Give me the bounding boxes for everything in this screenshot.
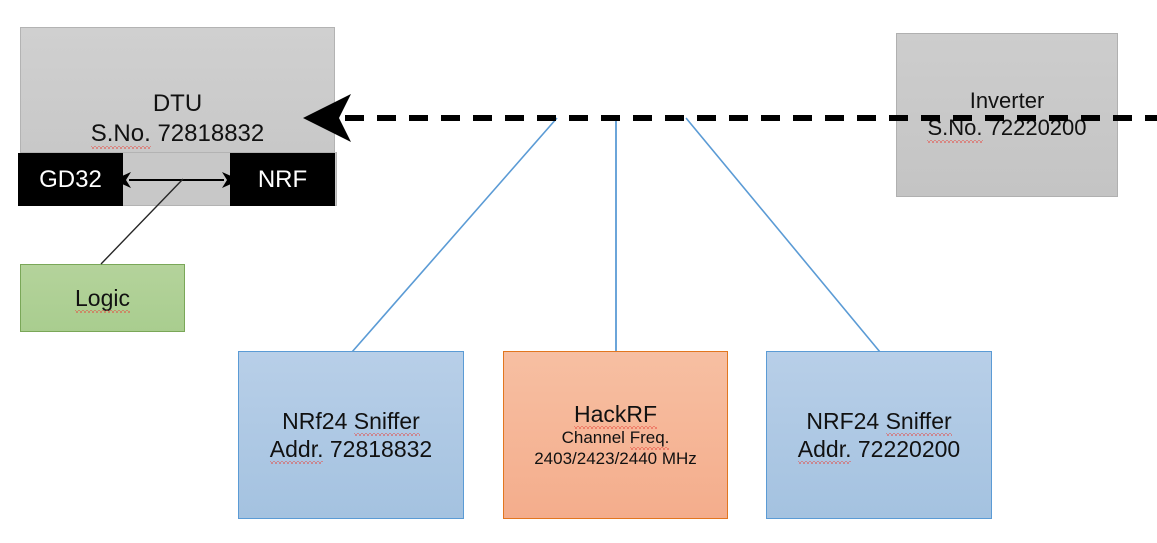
- hackrf-title: HackRF: [573, 400, 658, 430]
- logic-label-text: Logic: [75, 284, 130, 314]
- sniffer-left-addr-prefix: Addr.: [269, 436, 324, 465]
- sniffer-left-title: NRf24 Sniffer: [282, 407, 420, 437]
- sniffer-right-title: NRF24 Sniffer: [806, 407, 952, 437]
- dtu-serial-value: 72818832: [157, 119, 265, 147]
- sniffer-right-addr: Addr. 72220200: [797, 435, 961, 465]
- dtu-node[interactable]: DTU S.No. 72818832: [20, 27, 335, 153]
- logic-label: Logic: [75, 284, 130, 314]
- inverter-serial-value: 72220200: [988, 115, 1087, 140]
- inverter-serial-prefix: S.No.: [927, 115, 983, 143]
- dtu-title: DTU: [152, 90, 203, 118]
- nrf-chip[interactable]: NRF: [230, 153, 335, 206]
- sniffer-right-title-suffix: Sniffer: [885, 407, 952, 437]
- sniffer-left-title-prefix: NRf24: [282, 407, 348, 434]
- connector-sniffer-right: [685, 117, 881, 353]
- connector-sniffer-left: [351, 117, 558, 353]
- sniffer-right-title-prefix: NRF24: [806, 407, 880, 434]
- gd32-label: GD32: [39, 165, 102, 193]
- sniffer-left-addr-value: 72818832: [329, 436, 433, 462]
- inverter-serial: S.No. 72220200: [927, 115, 1087, 143]
- nrf-label: NRF: [257, 165, 308, 193]
- hackrf-channel-suffix: Freq.: [629, 428, 670, 450]
- dtu-serial-prefix: S.No.: [90, 119, 151, 150]
- hackrf-channel-prefix: Channel: [561, 428, 625, 448]
- sniffer-left-node[interactable]: NRf24 Sniffer Addr. 72818832: [238, 351, 464, 519]
- hackrf-node[interactable]: HackRF Channel Freq. 2403/2423/2440 MHz: [503, 351, 728, 519]
- gd32-chip[interactable]: GD32: [18, 153, 123, 206]
- inverter-node[interactable]: Inverter S.No. 72220200: [896, 33, 1118, 197]
- hackrf-title-text: HackRF: [573, 401, 658, 430]
- sniffer-left-addr: Addr. 72818832: [269, 435, 433, 465]
- sniffer-left-title-suffix: Sniffer: [353, 407, 420, 437]
- inverter-title: Inverter: [969, 88, 1045, 114]
- hackrf-channel-label: Channel Freq.: [561, 428, 670, 450]
- sniffer-right-addr-prefix: Addr.: [797, 436, 852, 465]
- logic-analyzer-node[interactable]: Logic: [20, 264, 185, 332]
- hackrf-frequencies: 2403/2423/2440 MHz: [534, 449, 697, 469]
- dtu-serial: S.No. 72818832: [90, 119, 265, 150]
- sniffer-right-node[interactable]: NRF24 Sniffer Addr. 72220200: [766, 351, 992, 519]
- sniffer-right-addr-value: 72220200: [857, 436, 961, 462]
